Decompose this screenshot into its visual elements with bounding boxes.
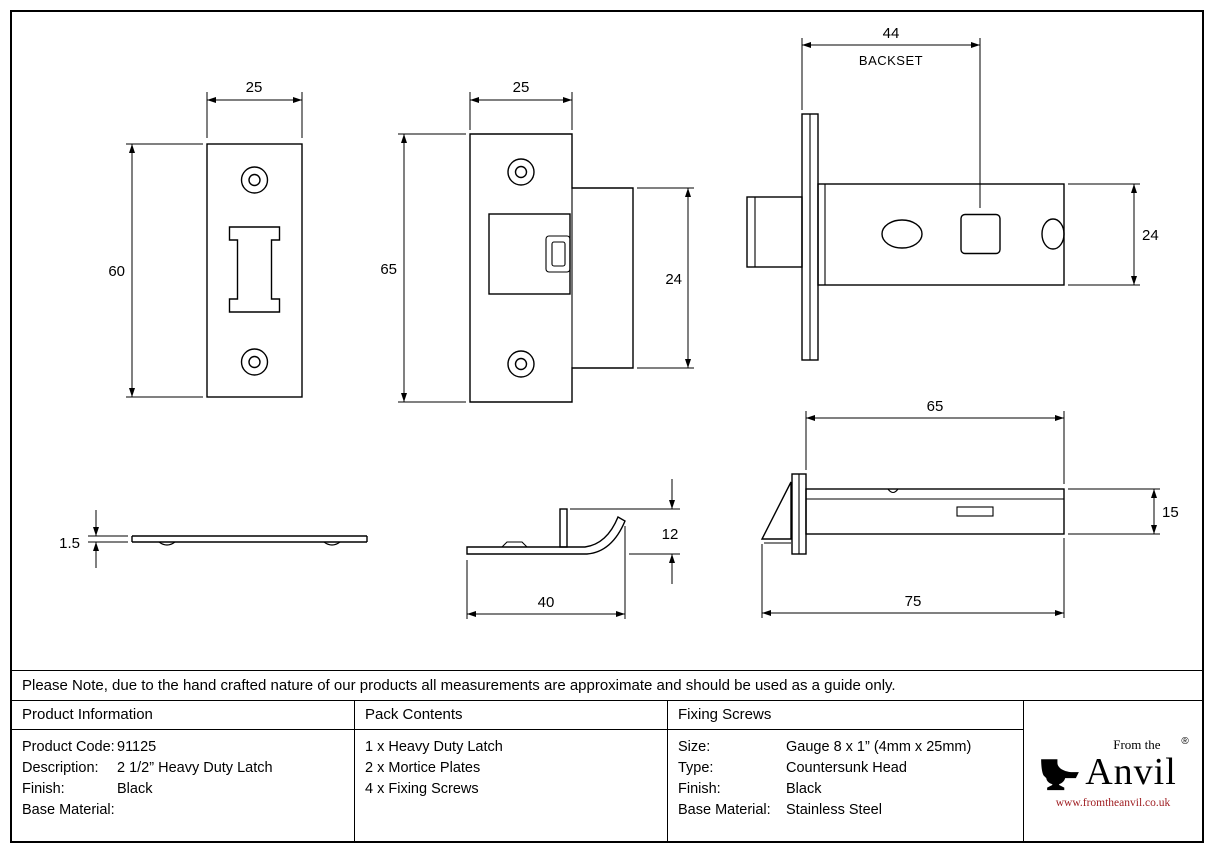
screw-size-row: Size: Gauge 8 x 1” (4mm x 25mm) bbox=[678, 737, 1013, 758]
drawings-canvas: 25 60 bbox=[59, 25, 1179, 619]
dim-strikeplate-tab: 24 bbox=[665, 271, 682, 288]
pack-contents-body: 1 x Heavy Duty Latch 2 x Mortice Plates … bbox=[355, 730, 668, 841]
description-label: Description: bbox=[22, 760, 99, 776]
drawing-faceplate-front: 25 60 bbox=[108, 79, 303, 398]
spec-table: Product Information Pack Contents Fixing… bbox=[12, 700, 1202, 841]
dim-strikeplate-height: 65 bbox=[380, 261, 397, 278]
finish-row: Finish: Black bbox=[22, 779, 344, 800]
screw-type-value: Countersunk Head bbox=[786, 760, 907, 776]
pack-item: 2 x Mortice Plates bbox=[365, 760, 481, 776]
dim-strikeplate-profile-width: 40 bbox=[538, 594, 555, 611]
screw-size-label: Size: bbox=[678, 739, 711, 755]
drawing-latch-side: 65 15 75 bbox=[760, 398, 1179, 618]
brand-logo: From the Anvil ® www.fromtheanvil.co.uk bbox=[1024, 701, 1202, 841]
dim-latch-body-length: 65 bbox=[927, 398, 944, 415]
fixing-screws-body: Size: Gauge 8 x 1” (4mm x 25mm) Type: Co… bbox=[668, 730, 1024, 841]
description-value: 2 1/2” Heavy Duty Latch bbox=[117, 760, 273, 776]
measurement-note: Please Note, due to the hand crafted nat… bbox=[12, 670, 1202, 700]
screw-type-label: Type: bbox=[678, 760, 714, 776]
screw-finish-row: Finish: Black bbox=[678, 779, 1013, 800]
brand-tagline: From the bbox=[1113, 736, 1161, 752]
dim-latch-total-length: 75 bbox=[905, 593, 922, 610]
brand-name: Anvil bbox=[1085, 750, 1177, 793]
registered-mark: ® bbox=[1181, 735, 1189, 747]
screw-finish-value: Black bbox=[786, 781, 822, 797]
product-code-label: Product Code: bbox=[22, 739, 115, 755]
header-fixing-screws: Fixing Screws bbox=[668, 701, 1024, 730]
screw-material-row: Base Material: Stainless Steel bbox=[678, 800, 1013, 821]
spec-sheet: 25 60 bbox=[10, 10, 1204, 843]
dim-strikeplate-width: 25 bbox=[513, 79, 530, 96]
technical-drawings: 25 60 bbox=[12, 12, 1202, 670]
base-material-label: Base Material: bbox=[22, 802, 115, 818]
drawing-faceplate-edge: 1.5 bbox=[59, 510, 368, 568]
dim-faceplate-width: 25 bbox=[246, 79, 263, 96]
screw-size-value: Gauge 8 x 1” (4mm x 25mm) bbox=[786, 739, 972, 755]
anvil-icon bbox=[1041, 758, 1080, 790]
drawing-strikeplate-front: 25 65 24 bbox=[380, 79, 694, 403]
pack-item: 4 x Fixing Screws bbox=[365, 781, 479, 797]
dim-plate-thickness: 1.5 bbox=[59, 535, 80, 552]
base-material-row: Base Material: bbox=[22, 800, 344, 821]
dim-strikeplate-profile-height: 12 bbox=[662, 526, 679, 543]
dim-faceplate-height: 60 bbox=[108, 263, 125, 280]
screw-material-label: Base Material: bbox=[678, 802, 771, 818]
brand-url: www.fromtheanvil.co.uk bbox=[1055, 796, 1171, 809]
pack-item: 1 x Heavy Duty Latch bbox=[365, 739, 503, 755]
product-code-row: Product Code: 91125 bbox=[22, 737, 344, 758]
screw-finish-label: Finish: bbox=[678, 781, 721, 797]
header-product-information: Product Information bbox=[12, 701, 355, 730]
dim-latch-side-height: 15 bbox=[1162, 504, 1179, 521]
screw-material-value: Stainless Steel bbox=[786, 802, 882, 818]
product-code-value: 91125 bbox=[117, 739, 157, 755]
drawing-strikeplate-edge: 12 40 bbox=[466, 479, 680, 619]
description-row: Description: 2 1/2” Heavy Duty Latch bbox=[22, 758, 344, 779]
dim-backset: 44 bbox=[883, 25, 900, 42]
screw-type-row: Type: Countersunk Head bbox=[678, 758, 1013, 779]
dim-latch-height: 24 bbox=[1142, 227, 1159, 244]
product-information-body: Product Code: 91125 Description: 2 1/2” … bbox=[12, 730, 355, 841]
finish-label: Finish: bbox=[22, 781, 65, 797]
header-pack-contents: Pack Contents bbox=[355, 701, 668, 730]
drawing-latch-top: 44 BACKSET 24 bbox=[746, 25, 1159, 361]
dim-backset-label: BACKSET bbox=[859, 53, 923, 68]
finish-value: Black bbox=[117, 781, 153, 797]
